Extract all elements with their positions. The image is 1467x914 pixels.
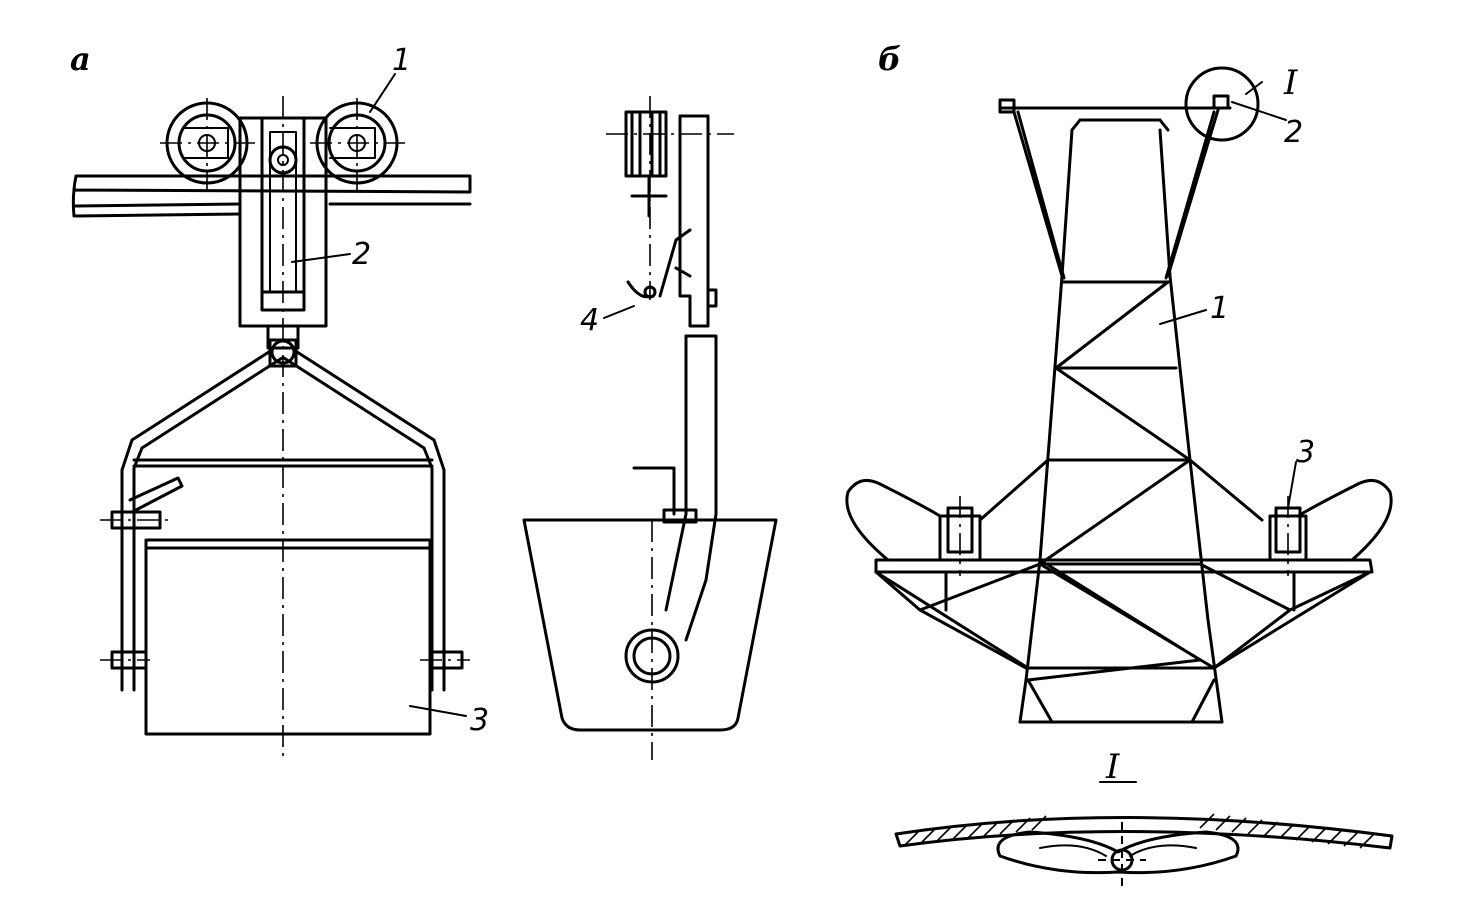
carriage-frame	[238, 116, 328, 368]
callout-b-1: 1	[1210, 291, 1229, 326]
callout-a-2: 2	[352, 237, 371, 272]
detail-circle-I	[1184, 66, 1260, 142]
callout-b-2: 2	[1284, 115, 1303, 150]
side-bucket	[522, 518, 778, 732]
side-hanger	[626, 114, 718, 328]
callout-a-1: 1	[392, 43, 411, 78]
hanger-bars	[120, 348, 446, 692]
panel-a-front-view	[71, 73, 472, 760]
callout-b-I: I	[1283, 63, 1298, 103]
detail-I	[894, 781, 1394, 892]
left-wheel	[160, 98, 255, 190]
panel-b-letter: б	[878, 40, 901, 78]
bucket	[110, 510, 464, 736]
rail	[71, 174, 472, 218]
callout-a-4: 4	[580, 303, 599, 338]
panel-a-side-view	[522, 96, 778, 760]
callout-a-3: 3	[470, 703, 489, 738]
detail-title: I	[1105, 747, 1120, 787]
side-arm	[624, 334, 718, 684]
panel-b-tower	[845, 66, 1393, 724]
panel-a-letter: а	[70, 40, 91, 78]
side-pulley	[606, 110, 734, 218]
callout-b-3: 3	[1296, 435, 1315, 470]
